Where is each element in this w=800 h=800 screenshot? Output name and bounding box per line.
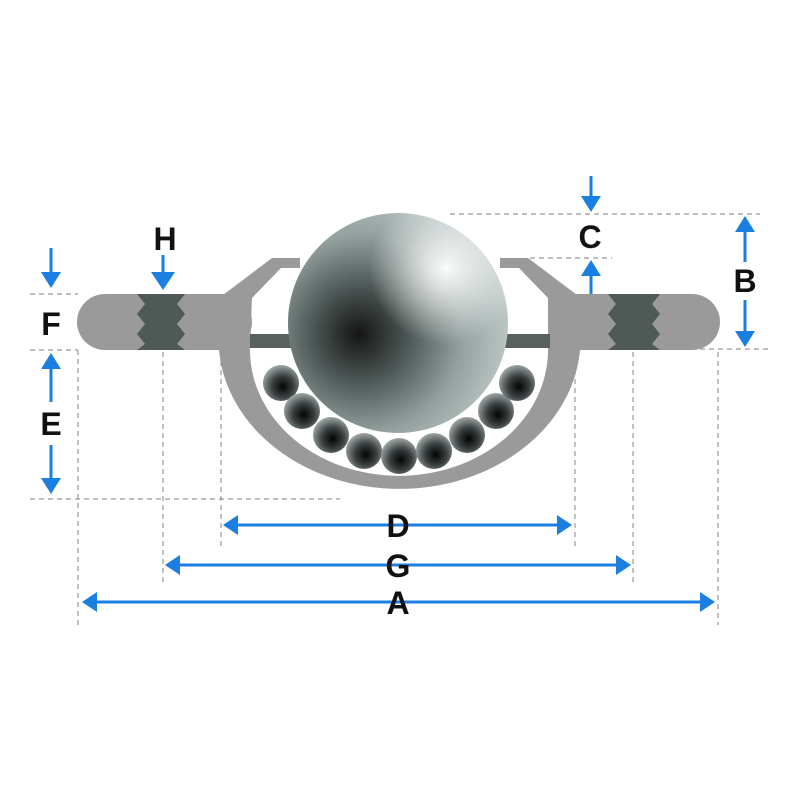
arrow-a-head-left <box>82 592 97 612</box>
arrow-g-head-right <box>616 555 631 575</box>
support-ball <box>449 417 485 453</box>
support-ball <box>346 433 382 469</box>
label-e: E <box>40 406 61 442</box>
arrow-b-head-top <box>735 216 755 232</box>
thread-left <box>137 294 185 350</box>
arrow-b-head-bottom <box>735 331 755 347</box>
arrow-a-head-right <box>700 592 715 612</box>
thread-right <box>608 294 660 350</box>
arrow-c-head-bottom <box>581 260 601 276</box>
label-g: G <box>386 548 411 584</box>
support-balls <box>263 365 535 474</box>
guide-lines <box>30 213 770 625</box>
support-ball <box>499 365 535 401</box>
support-ball <box>416 433 452 469</box>
label-b: B <box>733 263 756 299</box>
label-h: H <box>153 221 176 257</box>
support-ball <box>313 417 349 453</box>
label-c: C <box>578 219 601 255</box>
label-d: D <box>386 508 409 544</box>
arrow-g-head-left <box>165 555 180 575</box>
arrow-e-head-bottom <box>41 478 61 494</box>
dimension-arrows <box>41 176 755 612</box>
arrow-d-head-right <box>557 515 572 535</box>
arrow-h-head <box>151 272 175 290</box>
arrow-c-head-top <box>581 196 601 212</box>
support-ball <box>284 393 320 429</box>
arrow-f-head <box>41 272 61 288</box>
support-ball <box>381 438 417 474</box>
cup-outer <box>219 258 581 489</box>
main-ball <box>288 213 508 433</box>
arrow-e-head-top <box>41 353 61 369</box>
dimension-labels: A G D B C E F H <box>40 219 756 621</box>
support-ball <box>478 393 514 429</box>
label-f: F <box>41 306 61 342</box>
arrow-d-head-left <box>223 515 238 535</box>
label-a: A <box>386 585 409 621</box>
support-ball <box>263 365 299 401</box>
